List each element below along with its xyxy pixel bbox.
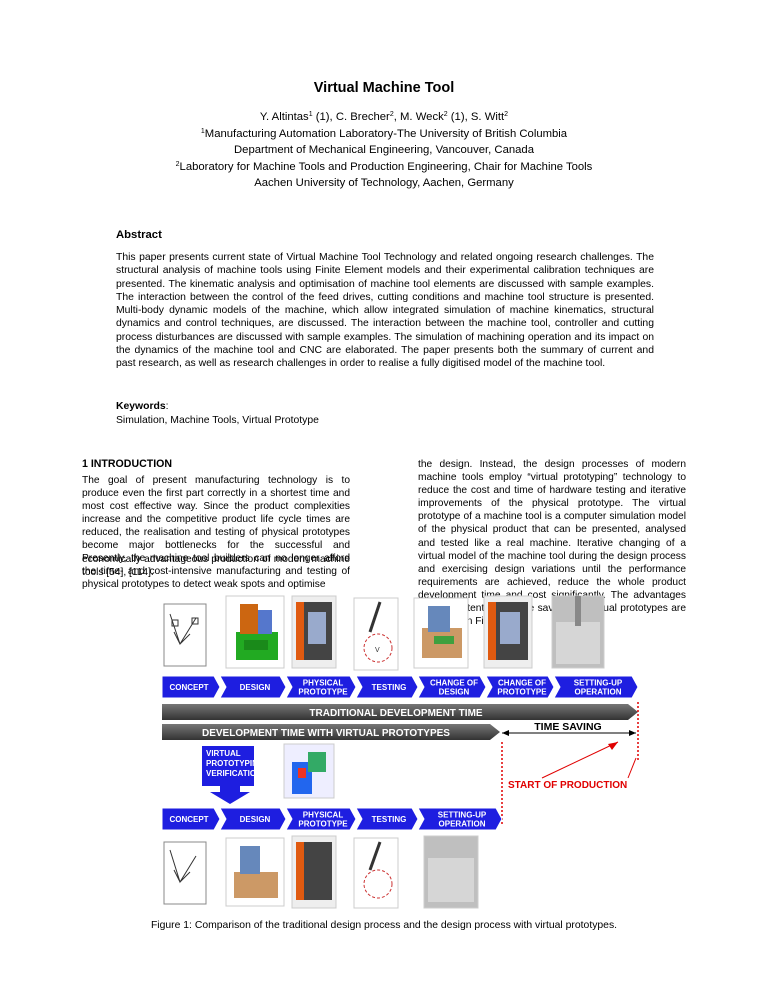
keywords-text: Simulation, Machine Tools, Virtual Proto… — [116, 415, 319, 426]
top-step-3 — [355, 675, 419, 699]
bottom-step-label-1: DESIGN — [240, 815, 271, 824]
testing-image-2 — [353, 837, 399, 909]
traditional-label: TRADITIONAL DEVELOPMENT TIME — [309, 708, 482, 719]
vp-line-3: VERIFICATION — [206, 769, 262, 778]
top-step-0 — [161, 675, 221, 699]
top-step-2 — [285, 675, 357, 699]
bottom-step-0 — [161, 807, 221, 831]
virtual-time-bar: DEVELOPMENT TIME WITH VIRTUAL PROTOTYPES — [162, 724, 500, 740]
top-step-4 — [417, 675, 487, 699]
top-step-6 — [553, 675, 639, 699]
bottom-thumbnails — [163, 835, 479, 909]
time-saving-indicator: TIME SAVING — [501, 702, 639, 826]
paper-title: Virtual Machine Tool — [313, 80, 455, 96]
virtual-label: DEVELOPMENT TIME WITH VIRTUAL PROTOTYPES — [202, 728, 450, 739]
affiliation-2-city: Aachen University of Technology, Aachen,… — [254, 177, 514, 189]
bottom-step-2 — [285, 807, 357, 831]
bottom-step-3 — [355, 807, 419, 831]
author-line: Y. Altintas1 (1), C. Brecher2, M. Weck2 … — [259, 111, 509, 123]
start-production-label: START OF PRODUCTION — [508, 780, 627, 791]
keywords-heading: Keywords: — [116, 401, 169, 412]
time-saving-label: TIME SAVING — [534, 721, 601, 733]
affiliation-1-dept: Department of Mechanical Engineering, Va… — [234, 144, 534, 156]
bottom-step-label-3: TESTING — [372, 815, 407, 824]
section-heading: 1 INTRODUCTION — [82, 458, 173, 470]
top-step-label-0: CONCEPT — [169, 683, 208, 692]
top-step-1 — [219, 675, 287, 699]
bottom-step-1 — [219, 807, 287, 831]
abstract-text: This paper presents current state of Vir… — [116, 252, 654, 370]
intro-paragraph-1: The goal of present manufacturing techno… — [82, 475, 350, 578]
vp-line-2: PROTOTYPING — [206, 759, 264, 768]
abstract-heading: Abstract — [116, 229, 162, 241]
top-thumbnails: V — [163, 595, 605, 671]
vp-line-1: VIRTUAL — [206, 749, 241, 758]
affiliation-2: 2Laboratory for Machine Tools and Produc… — [175, 160, 593, 173]
intro-paragraph-2: Presently, the machine tool builders can… — [82, 553, 350, 591]
affiliation-1: 1Manufacturing Automation Laboratory-The… — [200, 127, 568, 140]
start-of-production: START OF PRODUCTION — [508, 741, 637, 791]
testing-image — [353, 597, 399, 671]
traditional-time-bar: TRADITIONAL DEVELOPMENT TIME — [162, 704, 638, 720]
figure-caption: Figure 1: Comparison of the traditional … — [150, 920, 618, 931]
top-step-label-3: TESTING — [372, 683, 407, 692]
top-step-label-1: DESIGN — [240, 683, 271, 692]
svg-text:V: V — [375, 647, 380, 654]
bottom-step-4 — [417, 807, 503, 831]
author-block: Y. Altintas1 (1), C. Brecher2, M. Weck2 … — [0, 109, 768, 192]
top-step-5 — [485, 675, 555, 699]
svg-text:VIRTUAL PROTOTYPING: VIRTUAL PROTOTYPING VERIFICATION — [206, 749, 266, 778]
virtual-prototyping-box: VIRTUAL PROTOTYPING VERIFICATION — [202, 743, 335, 804]
bottom-step-label-0: CONCEPT — [169, 815, 208, 824]
